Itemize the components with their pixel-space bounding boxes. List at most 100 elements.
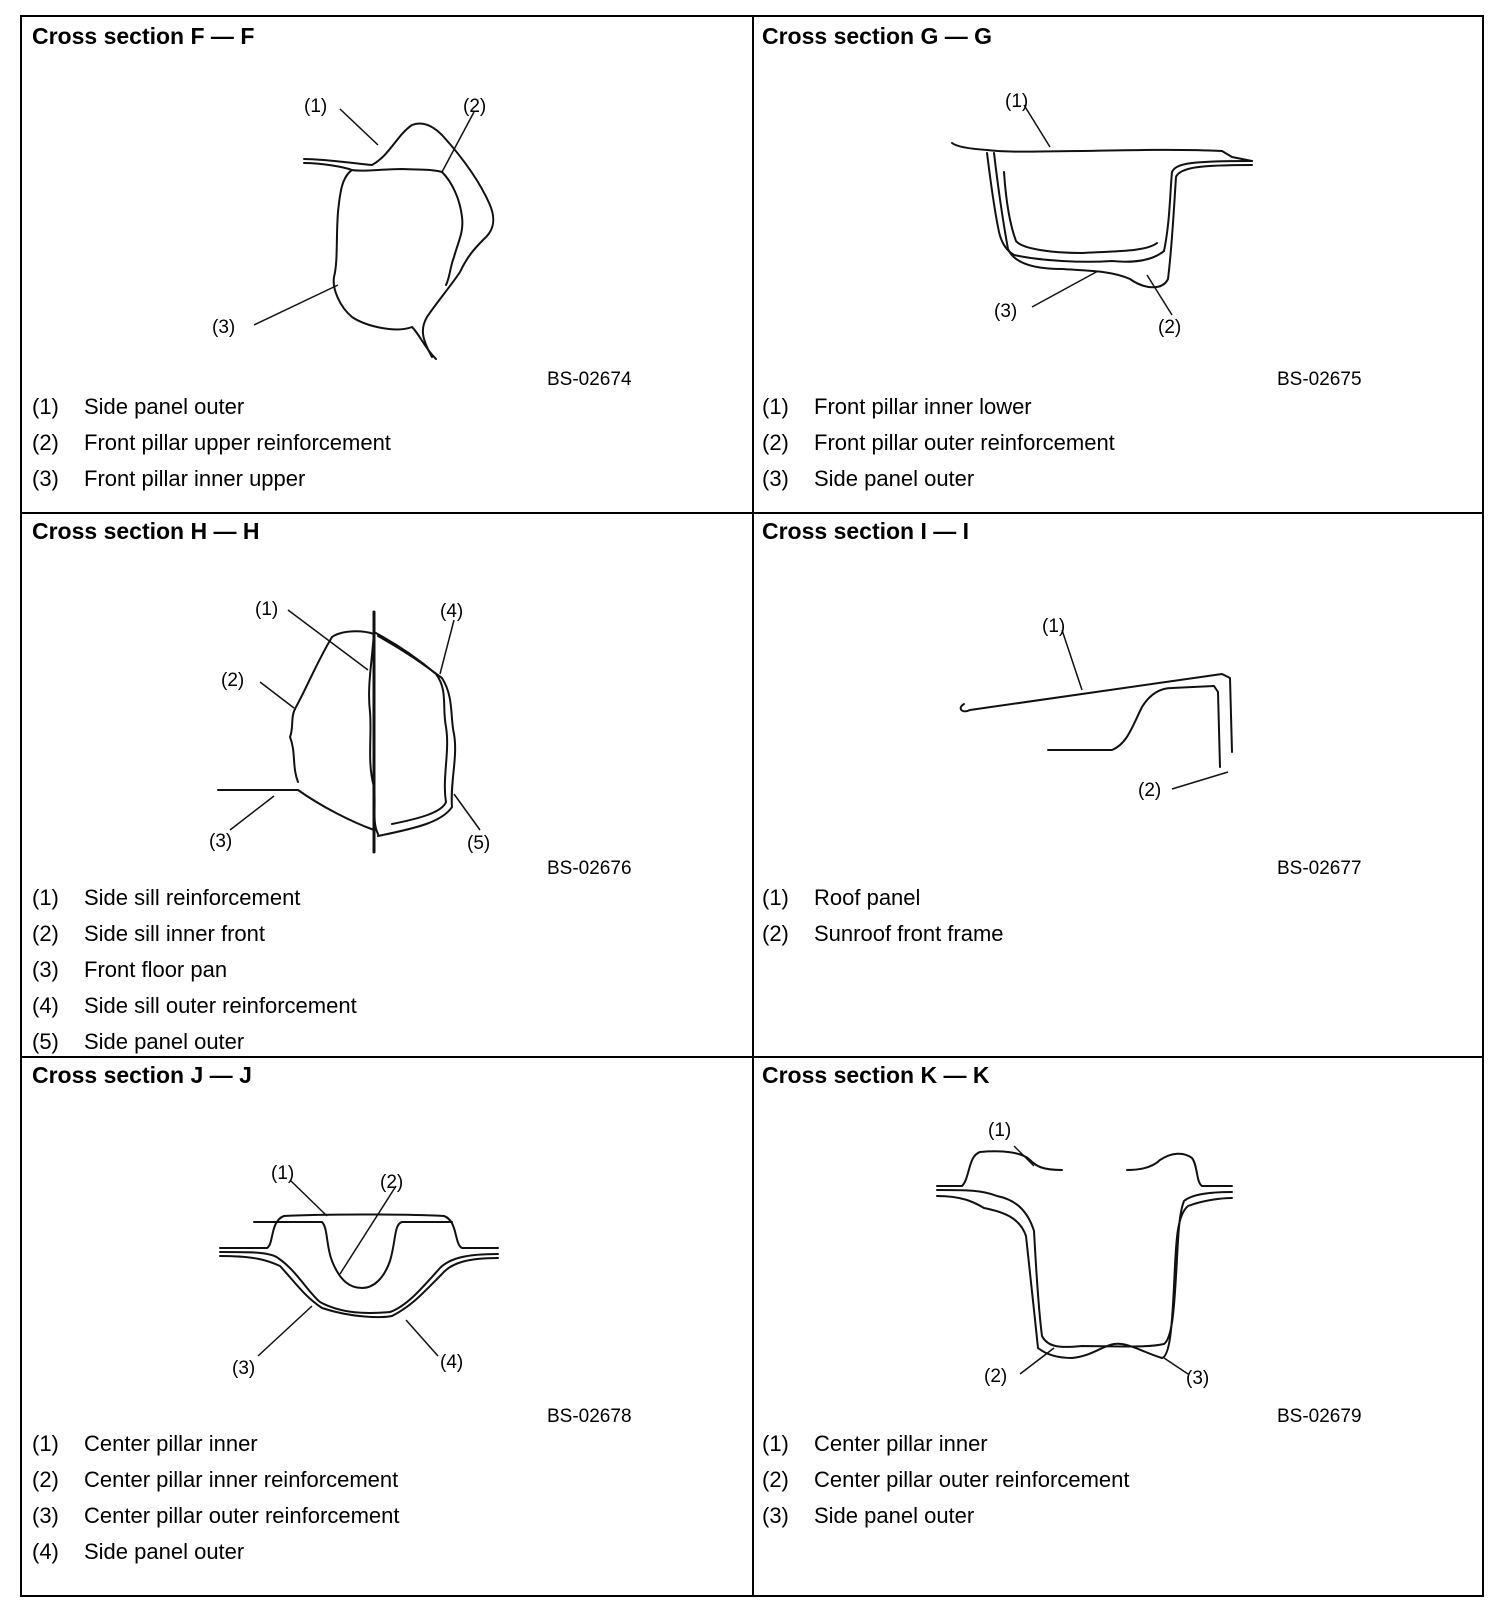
callout-2-arrow [1019, 1347, 1055, 1375]
cross-section-f-diagram: (1) (2) (3) [212, 96, 495, 360]
legend-item: (3)Front floor pan [32, 957, 228, 982]
side-sill-reinforcement-line [368, 631, 379, 835]
center-pillar-outer-reinforcement-line [219, 1255, 499, 1319]
callout-1-arrow [1013, 1145, 1035, 1167]
section-i-i: Cross section I — I (1) (2) BS-02677 (1)… [752, 512, 1486, 1056]
column-divider [752, 17, 754, 1595]
legend-item: (2)Front pillar outer reinforcement [762, 430, 1115, 455]
callout-label: (1) [1042, 616, 1065, 637]
legend: (1)Side sill reinforcement (2)Side sill … [32, 880, 357, 1060]
sunroof-front-frame-line [1047, 685, 1221, 768]
figure-code: BS-02674 [547, 369, 632, 390]
figure-code: BS-02676 [547, 858, 632, 879]
section-g-g: Cross section G — G (1) (2) (3) BS-02675… [752, 17, 1486, 512]
cross-section-table: Cross section F — F (1) (2) (3) BS-02674… [20, 15, 1484, 1597]
callout-3-arrow [1031, 270, 1099, 308]
legend-item: (4)Side sill outer reinforcement [32, 993, 357, 1018]
legend: (1)Side panel outer (2)Front pillar uppe… [32, 389, 391, 497]
callout-2-arrow [441, 111, 475, 173]
callout-3-arrow [229, 795, 275, 831]
legend-item: (3)Side panel outer [762, 466, 975, 491]
callout-label: (3) [994, 301, 1017, 322]
callout-label: (1) [988, 1120, 1011, 1141]
callout-label: (2) [984, 1366, 1007, 1387]
callout-label: (1) [1005, 91, 1028, 112]
callout-1-arrow [289, 1179, 328, 1217]
callout-3-arrow [1163, 1357, 1189, 1375]
callout-4-arrow [405, 1319, 439, 1357]
callout-3-arrow [257, 1305, 313, 1357]
side-panel-outer-line [219, 1251, 499, 1314]
callout-label: (2) [463, 96, 486, 117]
side-panel-outer-line [993, 152, 1253, 289]
callout-1-arrow [1023, 104, 1051, 148]
callout-5-arrow [453, 793, 481, 831]
cross-section-k-diagram: (1) (2) (3) [936, 1120, 1233, 1389]
center-pillar-inner-left-line [936, 1150, 1063, 1187]
callout-label: (1) [304, 96, 327, 117]
callout-1-arrow [1061, 629, 1083, 691]
side-panel-outer-line [377, 635, 457, 837]
legend-item: (2)Side sill inner front [32, 921, 265, 946]
cross-section-g-diagram: (1) (2) (3) [951, 91, 1253, 338]
section-f-f: Cross section F — F (1) (2) (3) BS-02674… [22, 17, 752, 512]
callout-label: (2) [380, 1172, 403, 1193]
front-floor-pan-line [217, 789, 375, 831]
callout-1-arrow [339, 108, 379, 146]
center-pillar-inner-line [219, 1213, 499, 1249]
legend-item: (3)Front pillar inner upper [32, 466, 306, 491]
callout-label: (3) [209, 831, 232, 852]
front-pillar-inner-upper-line [332, 169, 437, 360]
cross-section-i-diagram: (1) (2) [959, 616, 1233, 801]
section-title: Cross section F — F [32, 23, 255, 49]
roof-panel-line [959, 673, 1233, 753]
legend-item: (1)Center pillar inner [762, 1431, 988, 1456]
callout-label: (1) [255, 599, 278, 620]
callout-3-arrow [253, 284, 339, 326]
callout-label: (5) [467, 833, 490, 854]
cross-section-j-diagram: (1) (2) (3) (4) [219, 1163, 499, 1379]
legend-item: (1)Side sill reinforcement [32, 885, 301, 910]
section-title: Cross section G — G [762, 23, 993, 49]
legend-item: (1)Front pillar inner lower [762, 394, 1032, 419]
callout-label: (2) [1158, 317, 1181, 338]
section-title: Cross section I — I [762, 518, 970, 544]
row-divider-2 [22, 1056, 1482, 1058]
callout-label: (2) [221, 670, 244, 691]
front-pillar-outer-reinforcement-line [986, 152, 1253, 263]
cross-section-h-diagram: (1) (2) (3) (4) (5) [209, 599, 490, 854]
section-j-j: Cross section J — J (1) (2) (3) (4) BS-0… [22, 1056, 752, 1599]
legend-item: (2)Center pillar inner reinforcement [32, 1467, 399, 1492]
side-panel-outer-line [936, 1195, 1233, 1359]
callout-label: (3) [1186, 1368, 1209, 1389]
front-pillar-inner-lower-line [951, 142, 1253, 162]
section-title: Cross section J — J [32, 1062, 252, 1088]
section-h-h: Cross section H — H (1) (2) (3) (4) (5) … [22, 512, 752, 1056]
callout-label: (2) [1138, 780, 1161, 801]
callout-2-arrow [1146, 274, 1173, 316]
callout-label: (1) [271, 1163, 294, 1184]
section-title: Cross section H — H [32, 518, 260, 544]
legend-item: (3)Center pillar outer reinforcement [32, 1503, 400, 1528]
callout-1-arrow [287, 609, 369, 671]
callout-label: (3) [232, 1358, 255, 1379]
legend-item: (1)Roof panel [762, 885, 921, 910]
legend-item: (1)Side panel outer [32, 394, 245, 419]
figure-code: BS-02675 [1277, 369, 1362, 390]
legend-item: (3)Side panel outer [762, 1503, 975, 1528]
legend-item: (2)Sunroof front frame [762, 921, 1004, 946]
callout-2-arrow [339, 1185, 397, 1275]
callout-2-arrow [1171, 771, 1229, 790]
legend-item: (1)Center pillar inner [32, 1431, 258, 1456]
figure-code: BS-02678 [547, 1406, 632, 1427]
front-pillar-upper-reinforcement-line [303, 162, 464, 286]
legend-item: (4)Side panel outer [32, 1539, 245, 1564]
row-divider-1 [22, 512, 1482, 514]
legend-item: (2)Center pillar outer reinforcement [762, 1467, 1130, 1492]
callout-label: (4) [440, 1352, 463, 1373]
inner-line [1003, 171, 1158, 254]
side-panel-outer-line [303, 122, 495, 358]
callout-4-arrow [439, 619, 455, 675]
legend: (1)Center pillar inner (2)Center pillar … [32, 1426, 399, 1570]
center-pillar-inner-reinforcement-line [253, 1221, 453, 1289]
